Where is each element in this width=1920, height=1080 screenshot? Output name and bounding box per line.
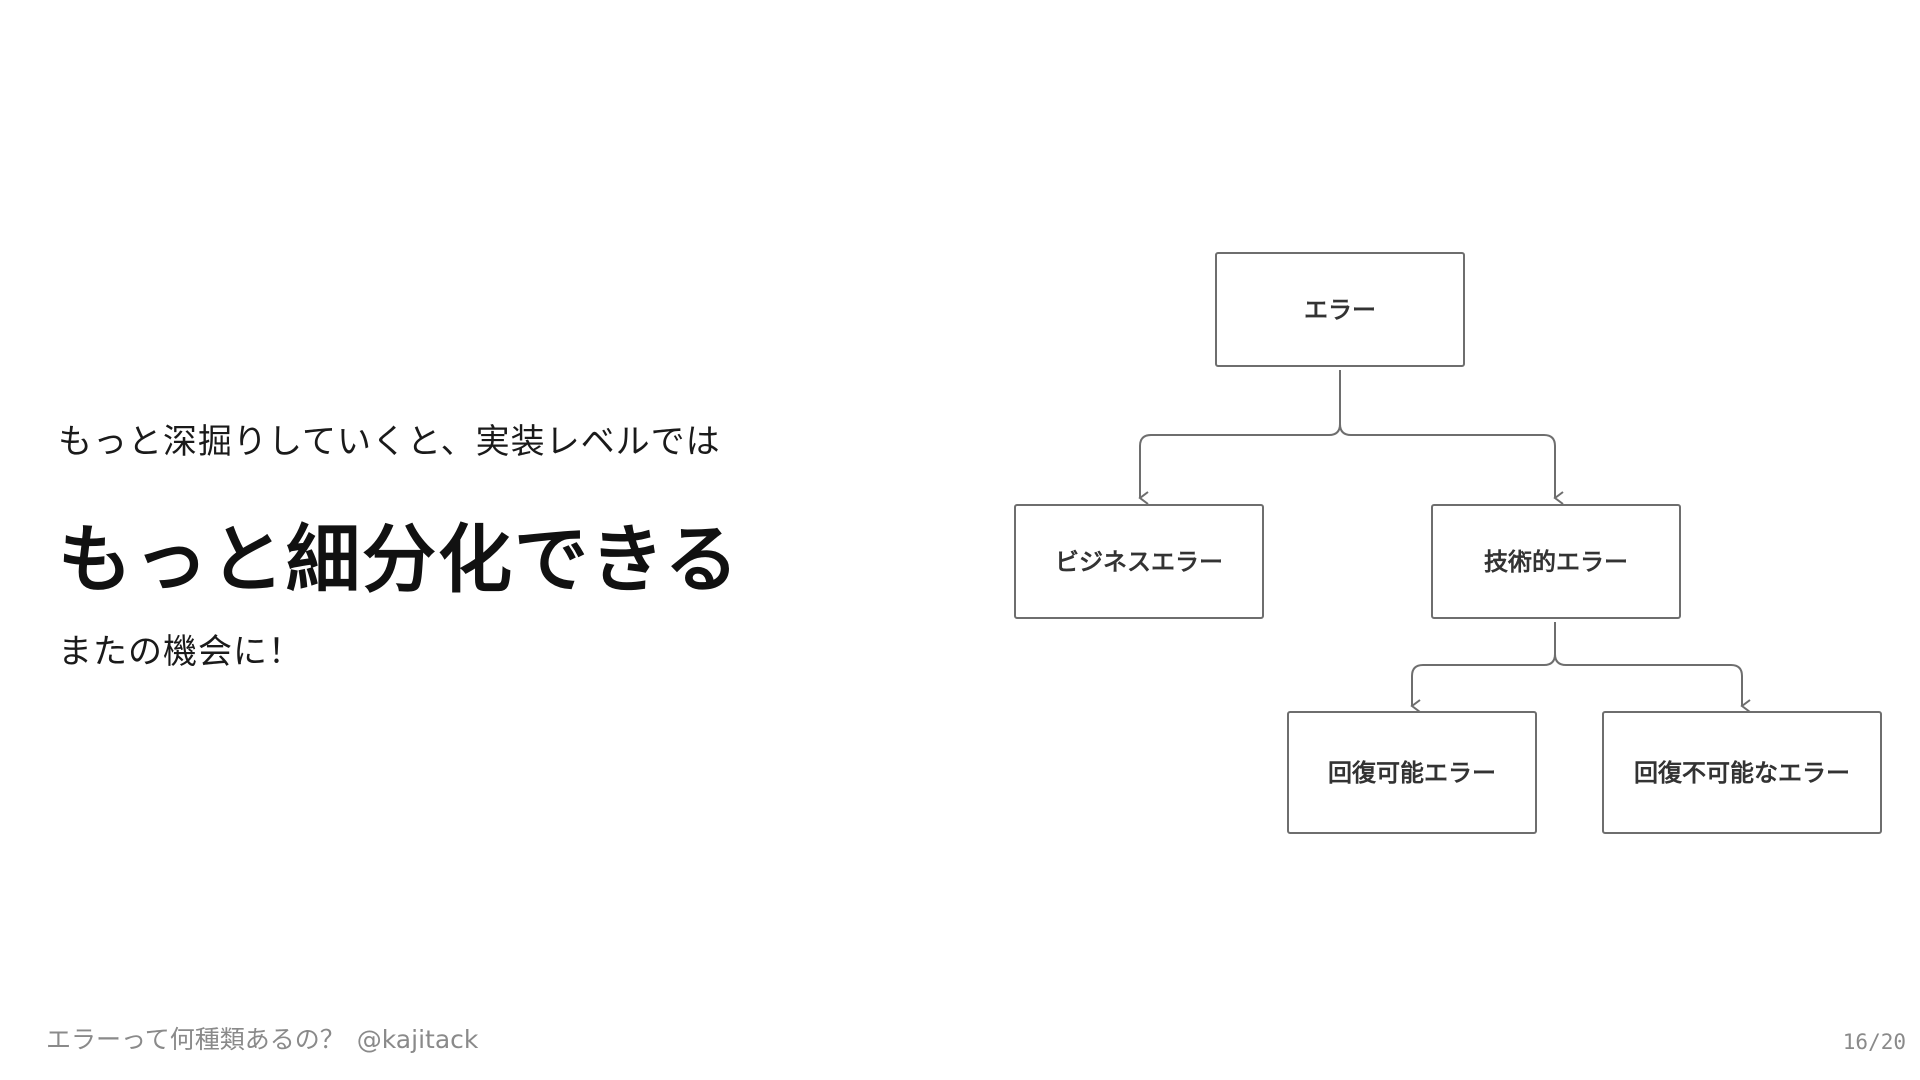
footer-title: エラーって何種類あるの？ @kajitack: [46, 1020, 478, 1056]
headline: もっと細分化できる: [58, 517, 741, 603]
node-technical-error: 技術的エラー: [1431, 504, 1681, 619]
node-root: エラー: [1215, 252, 1465, 367]
page-number: 16/20: [1842, 1030, 1906, 1054]
node-unrecoverable-error-label: 回復不可能なエラー: [1634, 759, 1850, 787]
connector-technical-children: [1410, 622, 1751, 713]
footer-title-text: エラーって何種類あるの？: [46, 1025, 345, 1054]
node-recoverable-error-label: 回復可能エラー: [1328, 759, 1496, 787]
node-root-label: エラー: [1304, 296, 1376, 324]
node-business-error: ビジネスエラー: [1014, 504, 1264, 619]
connector-root-children: [1138, 370, 1564, 505]
closing-text: またの機会に！: [58, 632, 303, 672]
node-technical-error-label: 技術的エラー: [1484, 548, 1628, 576]
node-unrecoverable-error: 回復不可能なエラー: [1602, 711, 1882, 834]
lead-text: もっと深掘りしていくと、実装レベルでは: [58, 422, 721, 462]
node-recoverable-error: 回復可能エラー: [1287, 711, 1537, 834]
footer-handle: @kajitack: [356, 1025, 479, 1054]
node-business-error-label: ビジネスエラー: [1055, 548, 1223, 576]
